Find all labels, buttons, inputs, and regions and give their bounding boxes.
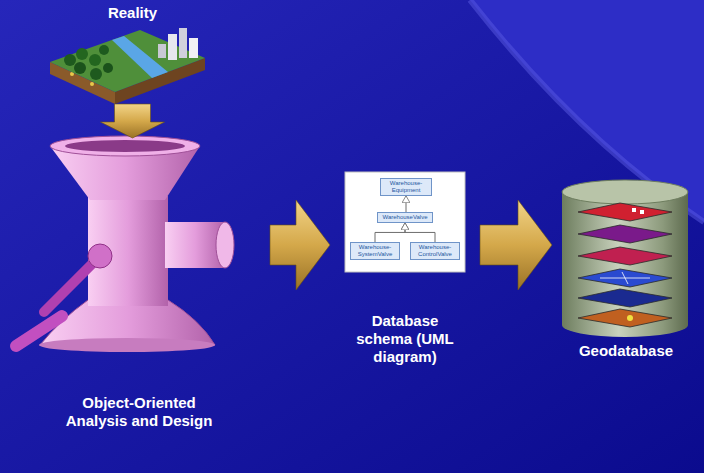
layer-detail (627, 315, 633, 321)
figure-node: Database schema (UML diagram) Warehouse-E… (330, 172, 480, 400)
crank-hub (88, 244, 112, 268)
uml-panel (345, 172, 465, 272)
grinder-rim (50, 136, 200, 156)
database-cylinder (562, 180, 688, 337)
terrain-block (50, 28, 205, 104)
crank-handle (16, 316, 62, 346)
tree (103, 63, 113, 73)
grinder (16, 136, 234, 352)
grinder-body (88, 196, 168, 306)
layer-detail (622, 272, 628, 284)
class-box: Warehouse-SystemValve (350, 242, 400, 260)
figure-node: Geodatabase (552, 176, 700, 366)
tree (90, 68, 102, 80)
flow-arrow (101, 104, 165, 138)
data-layer (578, 309, 672, 327)
data-layer (578, 247, 672, 265)
tree (74, 62, 86, 74)
flow-arrow (270, 200, 330, 290)
tree (76, 48, 88, 60)
tree (64, 54, 76, 66)
grinder-opening (65, 140, 185, 152)
grinder-base (39, 338, 215, 352)
class-box: WarehouseValve (377, 212, 433, 223)
swoosh-edge (470, 0, 704, 222)
data-layer (578, 269, 672, 287)
data-layer (578, 225, 672, 243)
layer-detail (640, 210, 644, 214)
building (168, 34, 177, 60)
river (112, 36, 168, 78)
cylinder-body (562, 192, 688, 325)
figure-caption: Object-Oriented Analysis and Design (59, 394, 219, 430)
class-box: Warehouse-ControlValve (410, 242, 460, 260)
building (189, 38, 198, 58)
flow-arrow (480, 200, 552, 290)
swoosh (470, 0, 704, 222)
class-name: Warehouse-Equipment (383, 180, 429, 194)
figure-node: Object-Oriented Analysis and Design (8, 138, 270, 438)
grinder-outlet (216, 222, 234, 268)
figure-caption: Geodatabase (556, 342, 696, 360)
tree (89, 54, 101, 66)
building (158, 44, 166, 58)
layer-detail (632, 208, 636, 212)
figure-caption: Reality (48, 4, 218, 22)
data-layer (578, 203, 672, 221)
inheritance-line (406, 196, 407, 212)
class-name: WarehouseValve (380, 214, 430, 221)
cylinder-top (562, 180, 688, 204)
class-box: Warehouse-Equipment (380, 178, 432, 196)
tree (99, 45, 109, 55)
inheritance-line (375, 223, 405, 242)
terrain-detail (90, 82, 94, 86)
inheritance-line (405, 223, 435, 242)
class-name: Warehouse-ControlValve (413, 244, 457, 258)
figure-caption: Database schema (UML diagram) (347, 312, 463, 366)
data-layer (578, 289, 672, 307)
class-name: Warehouse-SystemValve (353, 244, 397, 258)
building (179, 28, 187, 58)
figure-node: Reality (45, 4, 220, 104)
